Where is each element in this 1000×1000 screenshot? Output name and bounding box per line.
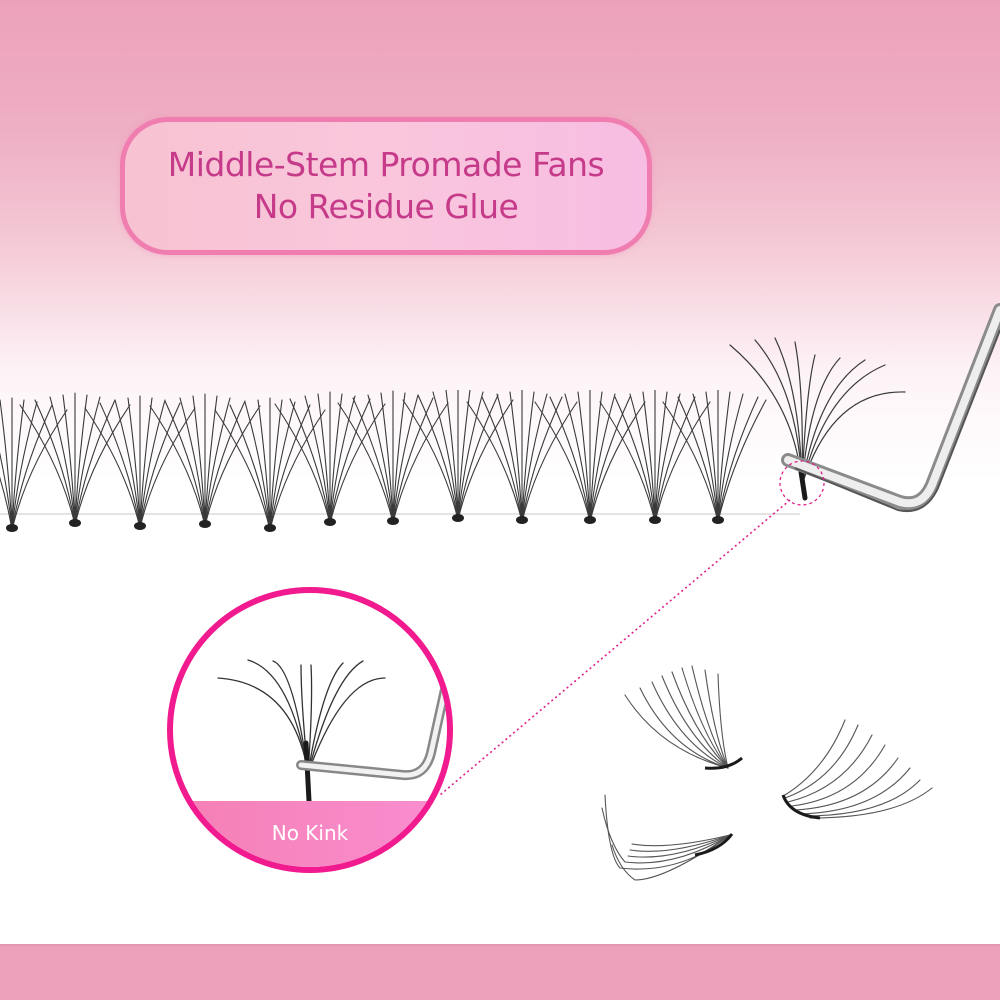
zoom-callout-circle: No Kink	[167, 587, 453, 873]
loose-fan-bottom-icon	[601, 794, 731, 881]
zoom-marker-circle	[779, 460, 825, 506]
title-line-2: No Residue Glue	[253, 187, 519, 226]
loose-fan-top-icon	[624, 665, 729, 769]
lash-strip-image	[0, 390, 800, 540]
label-band	[173, 801, 447, 867]
loose-fans-image	[601, 665, 933, 881]
single-fan-icon	[729, 337, 906, 486]
footer-bar	[0, 944, 1000, 1000]
title-line-1: Middle-Stem Promade Fans	[167, 145, 605, 184]
loose-fan-right-icon	[784, 719, 933, 819]
tweezer-image	[729, 303, 1000, 512]
title-badge: Middle-Stem Promade Fans No Residue Glue	[120, 117, 652, 255]
zoomed-fan-icon	[217, 657, 447, 804]
no-kink-label: No Kink	[271, 821, 349, 845]
